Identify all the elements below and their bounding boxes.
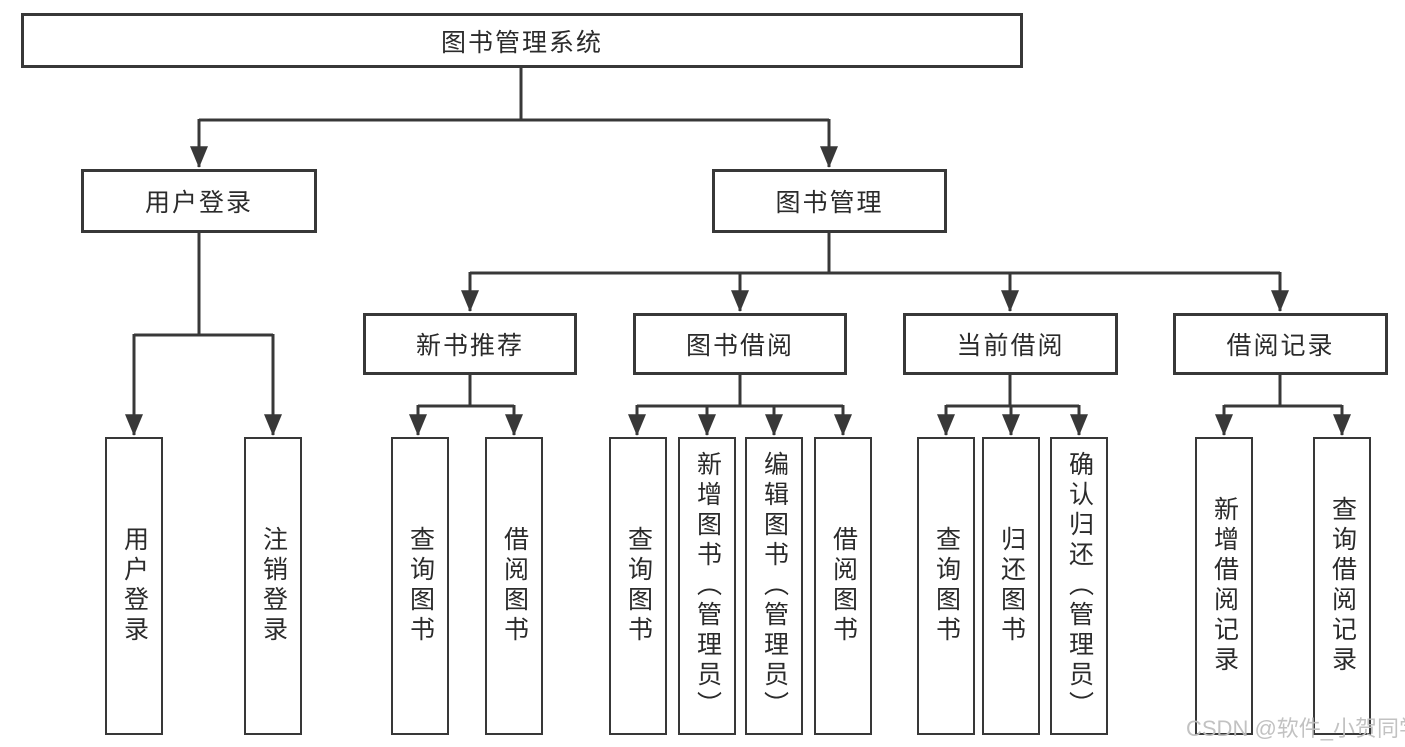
node-book-borrow: 图书借阅 [633,313,847,375]
branch-lines [134,68,1342,408]
leaf-query-borrow-record: 查询借阅记录 [1313,437,1371,735]
leaf-add-borrow-record: 新增借阅记录 [1195,437,1253,735]
leaf-query-books-current: 查询图书 [917,437,975,735]
leaf-edit-books-admin: 编辑图书（管理员） [745,437,803,735]
node-library-management-system: 图书管理系统 [21,13,1023,68]
leaf-query-books-borrow: 查询图书 [609,437,667,735]
leaf-add-books-admin: 新增图书（管理员） [678,437,736,735]
leaf-borrow-books-recommend: 借阅图书 [485,437,543,735]
leaf-query-books-recommend: 查询图书 [391,437,449,735]
node-book-management: 图书管理 [712,169,947,233]
leaf-confirm-return-admin: 确认归还（管理员） [1050,437,1108,735]
node-current-borrow: 当前借阅 [903,313,1118,375]
leaf-logout: 注销登录 [244,437,302,735]
leaf-user-login: 用户登录 [105,437,163,735]
node-borrow-records: 借阅记录 [1173,313,1388,375]
node-user-login: 用户登录 [81,169,317,233]
leaf-return-books: 归还图书 [982,437,1040,735]
leaf-borrow-books: 借阅图书 [814,437,872,735]
node-new-book-recommend: 新书推荐 [363,313,577,375]
watermark: CSDN @软件_小贺同学 [1186,716,1405,741]
